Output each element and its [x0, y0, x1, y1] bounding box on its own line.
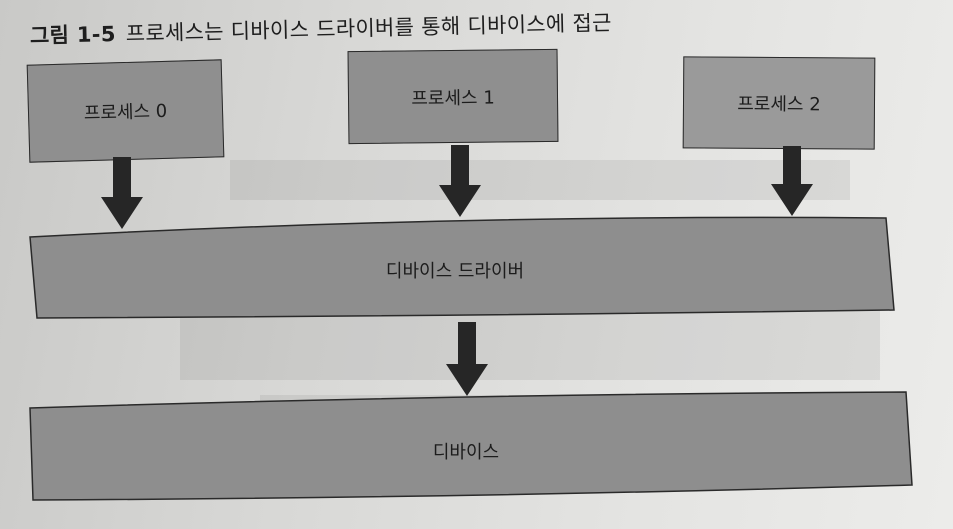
arrow-down-icon — [446, 322, 488, 396]
process-2-box: 프로세스 2 — [682, 56, 876, 150]
arrow-down-icon — [439, 145, 481, 217]
process-1-box: 프로세스 1 — [347, 48, 559, 145]
process-0-box: 프로세스 0 — [26, 59, 225, 163]
device-label: 디바이스 — [432, 442, 500, 463]
arrow-down-icon — [771, 146, 813, 216]
figure-number: 그림 1-5 — [29, 22, 116, 48]
figure-title: 그림 1-5 프로세스는 디바이스 드라이버를 통해 디바이스에 접근 — [30, 7, 612, 50]
process-2-label: 프로세스 2 — [737, 93, 821, 116]
figure-caption: 프로세스는 디바이스 드라이버를 통해 디바이스에 접근 — [125, 10, 612, 46]
process-0-label: 프로세스 0 — [83, 100, 168, 125]
device-driver-label: 디바이스 드라이버 — [385, 261, 525, 282]
arrow-down-icon — [101, 157, 143, 229]
process-1-label: 프로세스 1 — [411, 87, 495, 109]
